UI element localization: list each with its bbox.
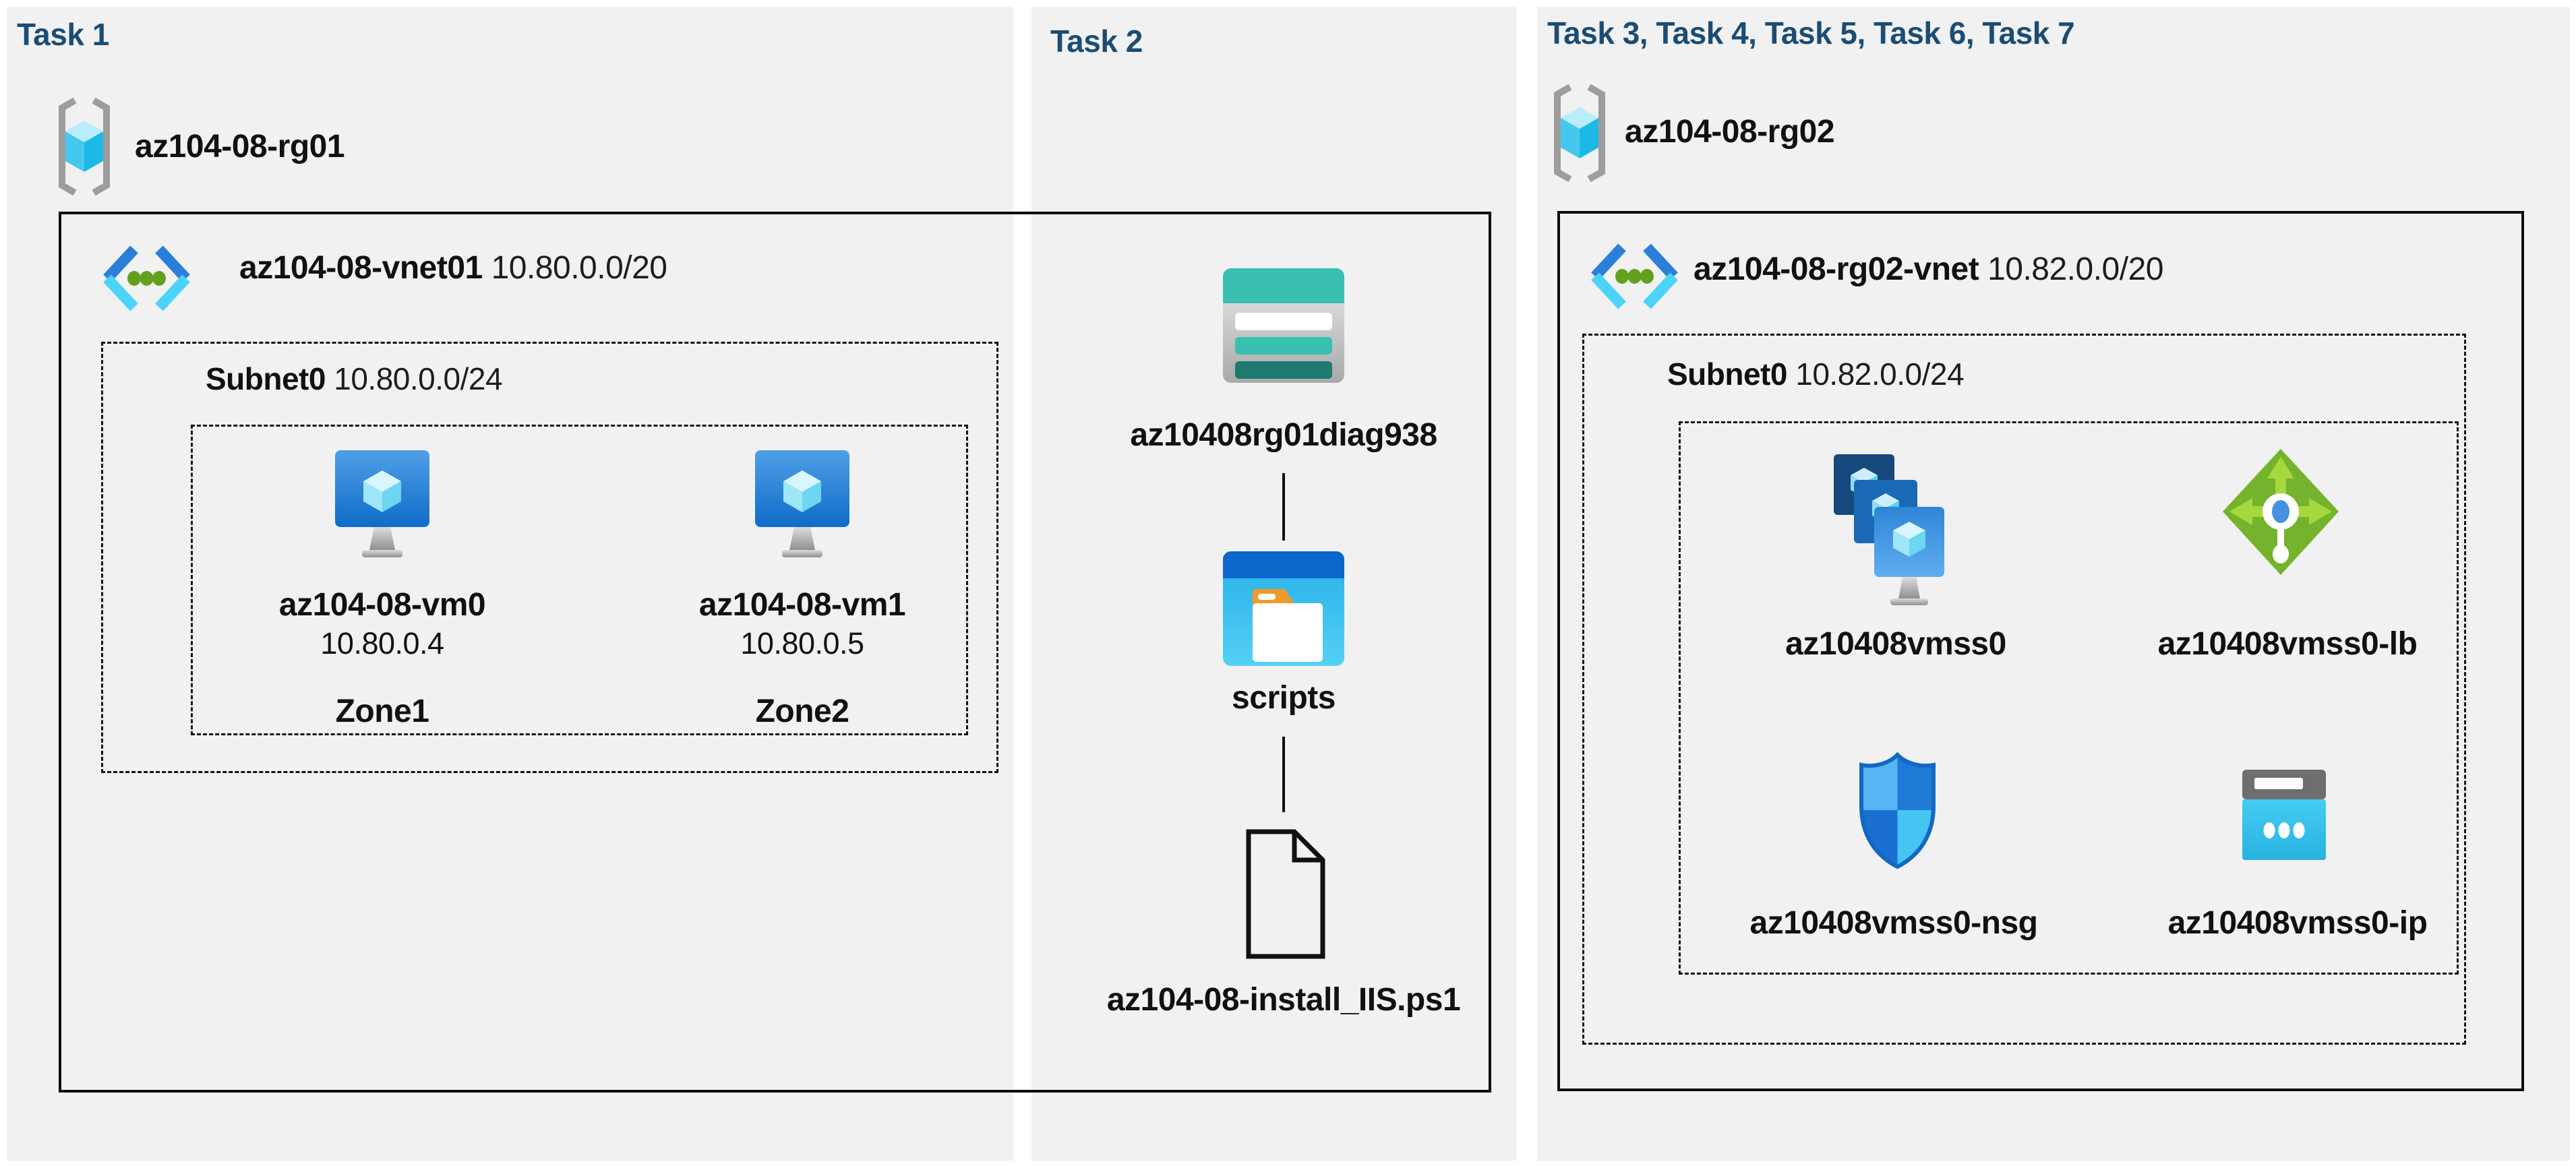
vm0-name: az104-08-vm0: [278, 587, 486, 623]
vm-scale-set-icon: [1834, 454, 1944, 605]
scripts-folder-label: scripts: [1232, 680, 1336, 716]
public-ip-icon: [2242, 770, 2326, 860]
vnet2-boundary-box: [1557, 211, 2524, 1091]
vm0-zone: Zone1: [335, 694, 429, 729]
storage-account-icon: [1223, 268, 1344, 383]
vm0-ip: 10.80.0.4: [320, 626, 444, 661]
subnet1-label: Subnet0 10.80.0.0/24: [206, 361, 503, 396]
vm1-zone: Zone2: [755, 694, 849, 729]
vnet1-boundary-box: [59, 212, 1491, 1093]
rg1-label: az104-08-rg01: [135, 129, 345, 164]
task3-title: Task 3, Task 4, Task 5, Task 6, Task 7: [1547, 16, 2075, 51]
file-icon: [1246, 829, 1325, 959]
virtual-machine-icon: [755, 450, 849, 557]
vnet2-label: az104-08-rg02-vnet 10.82.0.0/20: [1694, 251, 2163, 287]
vnet1-label: az104-08-vnet01 10.80.0.0/20: [239, 250, 667, 286]
task3-panel: [1537, 7, 2570, 1161]
task1-panel: [7, 7, 1013, 1161]
load-balancer-icon: [2223, 449, 2339, 575]
resource-group-icon: [1554, 84, 1605, 182]
subnet1-dashed-box: [101, 342, 998, 773]
task2-title: Task 2: [1050, 24, 1143, 59]
subnet2-label: Subnet0 10.82.0.0/24: [1667, 357, 1965, 392]
virtual-network-icon: [1591, 243, 1678, 309]
script-file-label: az104-08-install_IIS.ps1: [1106, 982, 1461, 1018]
vmss-dashed-box: [1679, 421, 2459, 975]
zone-dashed-box: [191, 425, 968, 735]
storage-account-label: az10408rg01diag938: [1130, 417, 1437, 453]
virtual-machine-icon: [335, 450, 429, 557]
vmss-label: az10408vmss0: [1785, 626, 2006, 662]
connector-scripts-file: [1282, 737, 1285, 812]
connector-storage-scripts: [1282, 473, 1285, 541]
folder-icon: [1223, 551, 1344, 666]
lb-label: az10408vmss0-lb: [2157, 626, 2418, 662]
nsg-label: az10408vmss0-nsg: [1749, 905, 2038, 941]
resource-group-icon: [59, 98, 110, 195]
task1-title: Task 1: [17, 17, 109, 52]
public-ip-label: az10408vmss0-ip: [2167, 905, 2428, 941]
rg2-label: az104-08-rg02: [1625, 114, 1835, 150]
nsg-shield-icon: [1859, 751, 1936, 869]
vm1-name: az104-08-vm1: [698, 587, 906, 623]
virtual-network-icon: [103, 245, 190, 311]
vm1-ip: 10.80.0.5: [740, 626, 864, 661]
subnet2-dashed-box: [1582, 334, 2466, 1045]
